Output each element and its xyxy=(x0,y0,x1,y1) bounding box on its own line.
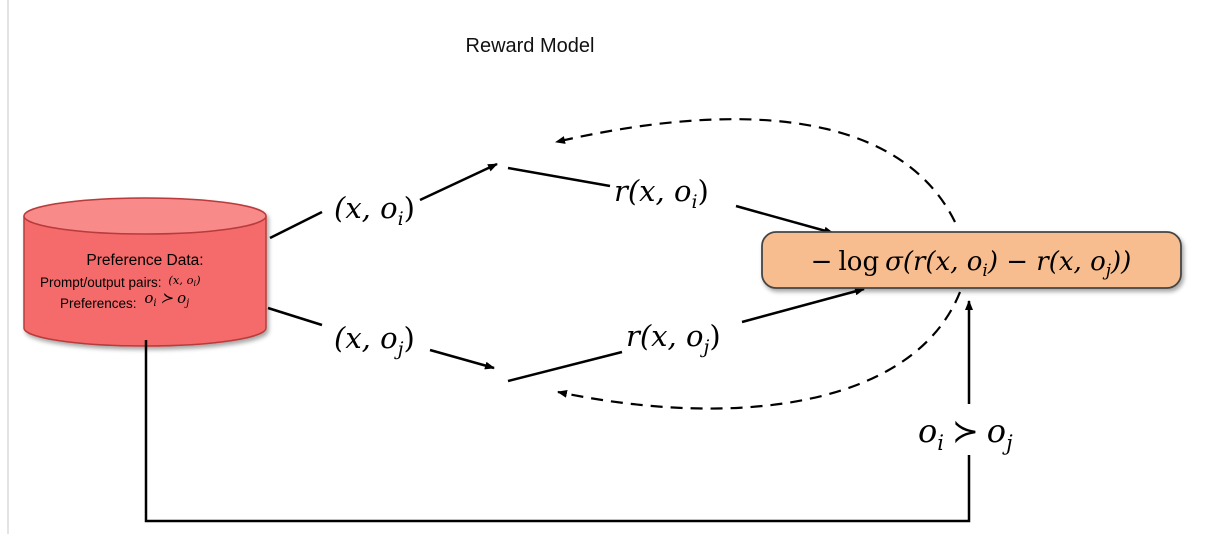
diagram-title: Reward Model xyxy=(466,35,595,57)
db-to-input-bottom-line xyxy=(267,306,323,327)
reward-top-line xyxy=(507,166,611,188)
reward-bottom-arrow xyxy=(741,287,865,324)
prefs-b-sub: j xyxy=(184,298,189,309)
database-heading: Preference Data: xyxy=(86,252,203,269)
database-top xyxy=(23,197,267,235)
loss-body-2: ) − r(x, o xyxy=(987,247,1106,277)
pairs-math-sub: i xyxy=(194,279,197,288)
database-prefs: Preferences: oi≻oj xyxy=(60,289,189,311)
prefs-a-sub: i xyxy=(153,298,156,309)
input-label-top: (x, oi) xyxy=(334,191,415,230)
database-pairs: Prompt/output pairs: (x, oi) xyxy=(40,273,201,290)
reward-bottom-line xyxy=(507,350,623,383)
input-label-bottom: (x, oj) xyxy=(334,321,415,360)
pairs-math: (x, o xyxy=(168,273,193,287)
pairs-label: Prompt/output pairs: xyxy=(40,275,162,290)
gradient-arrow-bottom xyxy=(557,291,962,410)
prefs-a: o xyxy=(144,289,153,307)
input-bottom-arrow xyxy=(429,348,495,370)
gradient-arrow-top xyxy=(555,118,956,223)
prefs-b: o xyxy=(177,289,186,307)
preference-path xyxy=(144,340,971,523)
prefs-label: Preferences: xyxy=(60,296,137,311)
reward-label-bottom: r(x, oj) xyxy=(626,319,721,358)
loss-sigma: σ xyxy=(885,247,904,277)
loss-body-3: )) xyxy=(1110,247,1131,277)
loss-sub-2: j xyxy=(1102,261,1112,281)
reward-top-arrow xyxy=(735,204,834,235)
reward-label-top: r(x, oi) xyxy=(614,174,709,213)
preference-label: oi≻oj xyxy=(918,412,1013,455)
db-to-input-top-line xyxy=(269,210,323,240)
pairs-math-close: ) xyxy=(195,273,201,287)
loss-log: log xyxy=(838,247,879,277)
loss-sub-1: i xyxy=(982,261,987,281)
loss-body-1: (r(x, o xyxy=(903,247,983,277)
loss-box xyxy=(761,231,1182,289)
prefs-op: ≻ xyxy=(161,289,174,307)
loss-prefix: − xyxy=(811,247,833,277)
input-top-arrow xyxy=(419,162,498,202)
preference-database xyxy=(23,197,267,347)
